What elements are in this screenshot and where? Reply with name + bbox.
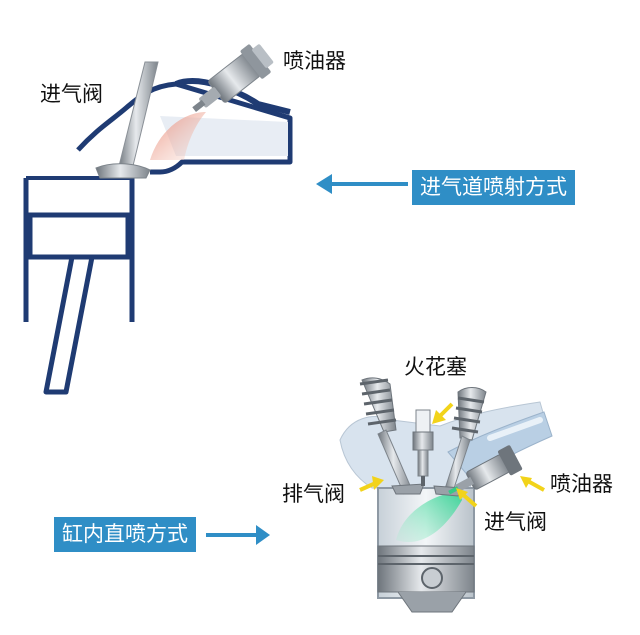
spark-plug-pointer xyxy=(432,402,454,424)
exhaust-valve-label: 排气阀 xyxy=(282,482,345,506)
direct-piston xyxy=(377,545,475,613)
injector-pointer xyxy=(520,476,545,492)
direct-intake-valve-label: 进气阀 xyxy=(484,510,547,534)
direct-fuel-spray xyxy=(396,492,462,543)
port-injector xyxy=(192,44,274,112)
direct-injector-label: 喷油器 xyxy=(550,472,613,496)
port-injection-caption: 进气道喷射方式 xyxy=(412,170,575,205)
direct-intake-valve xyxy=(433,387,487,497)
direct-exhaust-valve xyxy=(359,377,425,495)
port-injector-label: 喷油器 xyxy=(283,49,346,73)
port-intake-valve-label: 进气阀 xyxy=(40,82,103,106)
port-injection-pointer-arrow xyxy=(316,174,408,194)
direct-injection-caption: 缸内直喷方式 xyxy=(54,517,196,552)
direct-injection-engine xyxy=(339,377,553,613)
spark-plug-label: 火花塞 xyxy=(404,355,467,379)
intake-valve-pointer xyxy=(456,488,478,508)
direct-spark-plug xyxy=(412,409,434,486)
direct-injection-pointer-arrow xyxy=(206,525,270,545)
port-fuel-spray xyxy=(150,112,206,160)
port-intake-valve xyxy=(95,61,159,179)
exhaust-valve-pointer xyxy=(359,476,384,492)
direct-injector xyxy=(448,445,523,495)
port-injection-engine xyxy=(23,44,293,395)
